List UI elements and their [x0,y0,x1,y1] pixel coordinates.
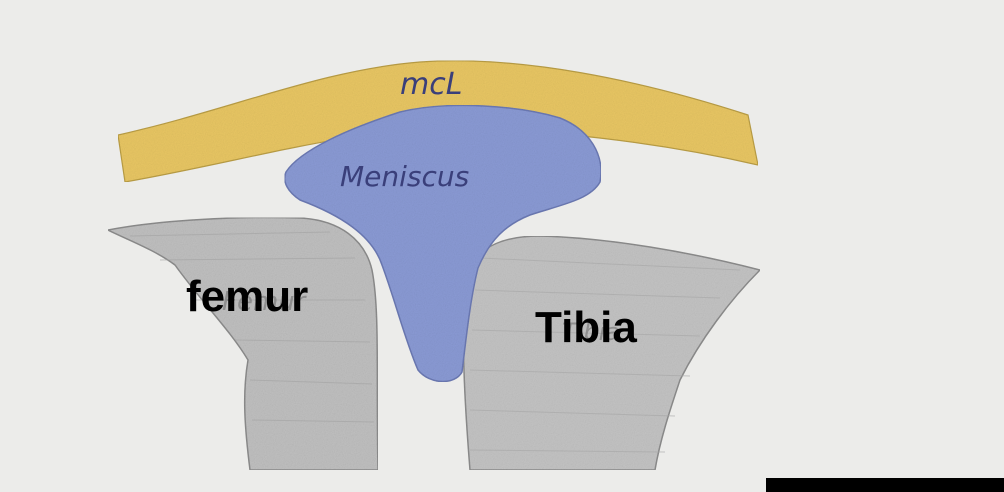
femur-label: femur [186,275,308,319]
mcl-handwritten-label: mcL [400,67,462,102]
black-bar [766,478,1004,492]
tibia-label: Tibia [535,306,637,350]
meniscus-handwritten-label: Meniscus [340,160,469,193]
